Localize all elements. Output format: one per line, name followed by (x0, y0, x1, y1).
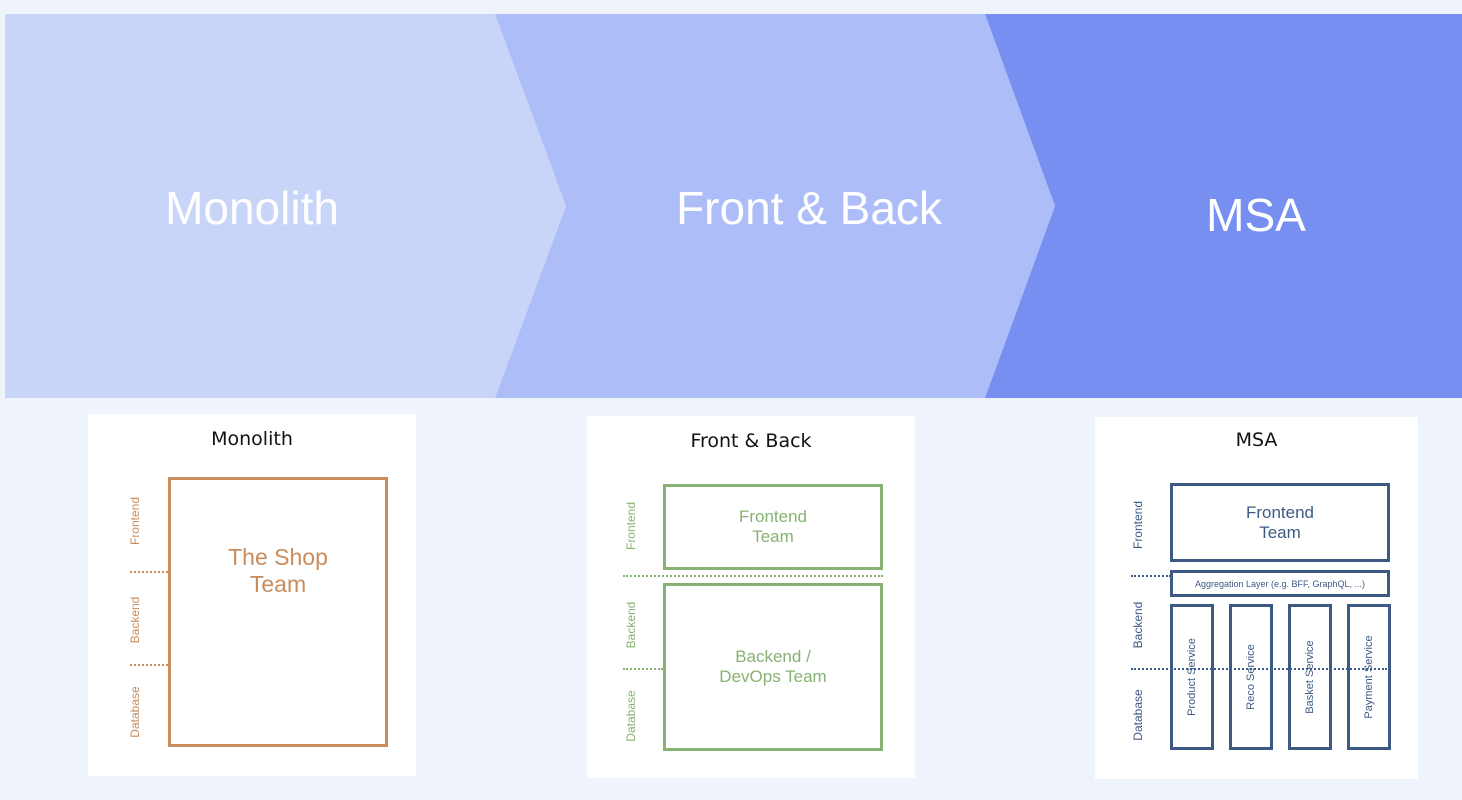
team-label: Frontend Team (1245, 502, 1315, 542)
stage-label-monolith: Monolith (165, 182, 339, 234)
layer-divider (130, 664, 168, 666)
aggregation-layer-box: Aggregation Layer (e.g. BFF, GraphQL, ..… (1170, 570, 1390, 597)
team-label: The Shop Team (228, 544, 328, 597)
layer-divider (1131, 575, 1171, 577)
layer-divider (130, 571, 168, 573)
layer-label-backend: Backend (1131, 601, 1145, 649)
layer-label-frontend: Frontend (1131, 500, 1145, 550)
service-label-payment: Payment Service (1363, 635, 1375, 719)
card-title: Monolith (211, 428, 293, 450)
stage-chevron-msa (985, 14, 1462, 398)
stage-chevron-monolith (5, 14, 566, 398)
service-label-reco: Reco Service (1245, 644, 1257, 710)
layer-divider (623, 575, 883, 577)
service-box-product (1170, 604, 1214, 750)
stage-label-frontback: Front & Back (676, 182, 942, 234)
stage-banner (5, 14, 1462, 398)
layer-label-frontend: Frontend (128, 496, 142, 546)
team-box-backend-devops: Backend / DevOps Team (663, 583, 883, 751)
card-msa: MSA Frontend Backend Database Frontend T… (1095, 417, 1418, 779)
service-box-payment (1347, 604, 1391, 750)
service-box-basket (1288, 604, 1332, 750)
service-label-basket: Basket Service (1304, 640, 1316, 714)
layer-label-database: Database (624, 690, 638, 742)
layer-divider (623, 668, 663, 670)
aggregation-layer-label: Aggregation Layer (e.g. BFF, GraphQL, ..… (1194, 578, 1366, 589)
stage-chevron-frontback (495, 14, 1055, 398)
layer-label-frontend: Frontend (624, 501, 638, 551)
card-monolith: Monolith Frontend Backend Database The S… (88, 414, 416, 776)
stage-label-msa: MSA (1206, 189, 1306, 241)
team-label: Backend / DevOps Team (719, 647, 827, 686)
team-box-shop: The Shop Team (168, 477, 388, 747)
layer-label-database: Database (1131, 689, 1145, 741)
layer-label-database: Database (128, 686, 142, 738)
team-box-frontend: Frontend Team (1170, 483, 1390, 562)
team-box-frontend: Frontend Team (663, 484, 883, 570)
card-title: MSA (1235, 429, 1278, 451)
team-label: Frontend Team (738, 507, 808, 546)
service-label-product: Product Service (1186, 638, 1198, 716)
card-frontback: Front & Back Frontend Backend Database F… (587, 416, 915, 778)
service-box-reco (1229, 604, 1273, 750)
layer-label-backend: Backend (624, 601, 638, 649)
card-title: Front & Back (690, 430, 812, 452)
layer-label-backend: Backend (128, 596, 142, 644)
layer-divider (1131, 668, 1387, 670)
